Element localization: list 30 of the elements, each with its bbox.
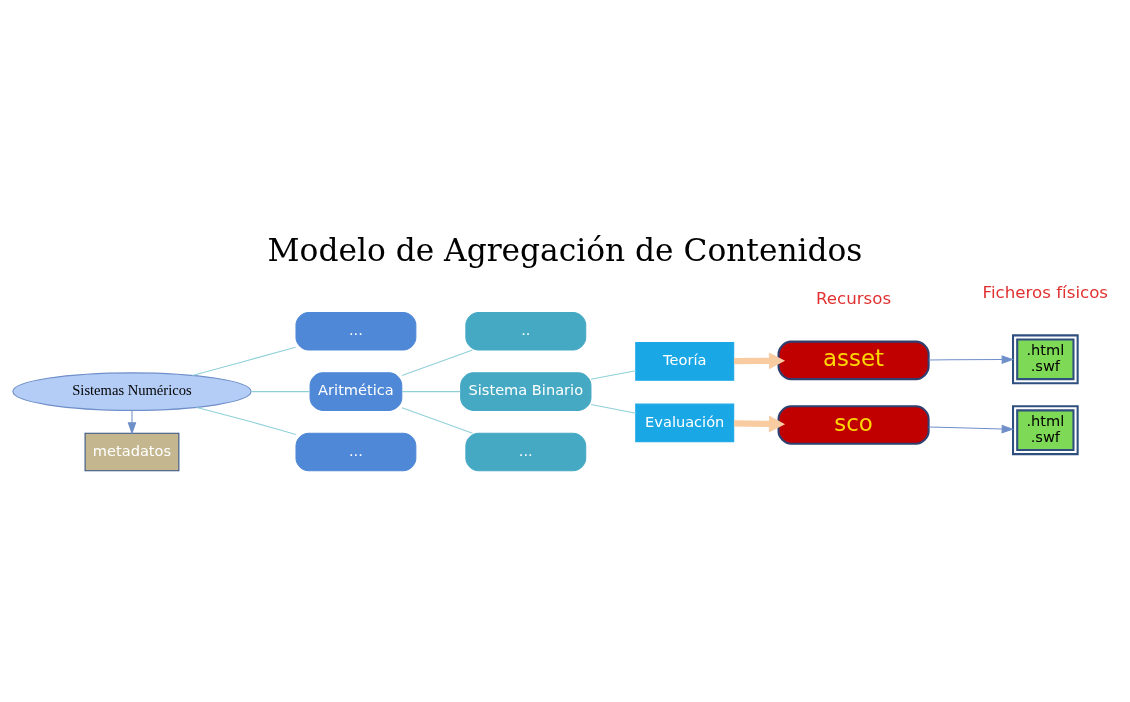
arrow <box>733 415 786 432</box>
arrow <box>928 424 1015 433</box>
node-box: Evaluación <box>635 403 735 442</box>
label: Ficheros físicos <box>982 282 1109 302</box>
arrow <box>928 354 1015 364</box>
arrow <box>734 351 786 369</box>
connector <box>196 406 297 435</box>
node-box: ... <box>295 432 417 471</box>
arrow <box>127 409 137 435</box>
connector <box>401 406 474 434</box>
connector <box>590 403 637 414</box>
node-box: .html .swf <box>1012 404 1079 455</box>
node-box: sco <box>777 404 930 445</box>
connector <box>401 390 461 392</box>
node-box: metadatos <box>84 432 180 471</box>
label: Recursos <box>815 288 892 308</box>
node-box: Sistema Binario <box>460 371 592 411</box>
connector <box>250 390 311 392</box>
connector <box>590 369 637 380</box>
node-box: .. <box>465 311 587 350</box>
diagram-title: Modelo de Agregación de Contenidos <box>267 231 863 268</box>
connector <box>191 346 297 376</box>
node-box: Aritmética <box>309 371 403 411</box>
node-box: ... <box>295 311 417 350</box>
node-box: ... <box>465 432 587 471</box>
node-box: .html .swf <box>1012 333 1079 384</box>
connector <box>401 348 474 376</box>
node-box: asset <box>777 340 930 380</box>
node-box: Teoría <box>635 341 735 381</box>
node-ellipse: Sistemas Numéricos <box>12 371 252 411</box>
